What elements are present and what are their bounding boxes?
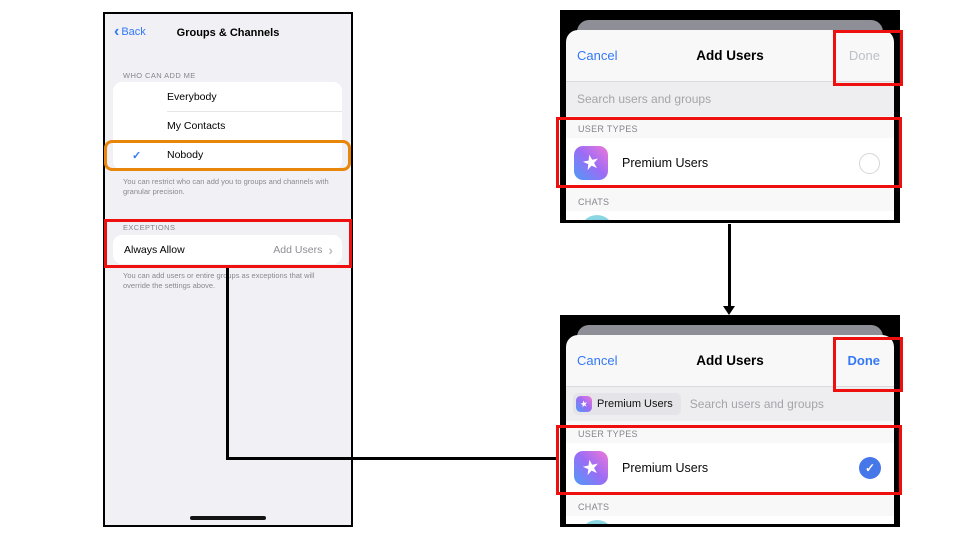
avatar bbox=[580, 215, 614, 220]
section-header-who-can-add-me: WHO CAN ADD ME bbox=[123, 71, 196, 80]
premium-star-icon: ★ bbox=[574, 146, 608, 180]
star-glyph: ★ bbox=[578, 397, 589, 410]
section-header-exceptions: EXCEPTIONS bbox=[123, 223, 176, 232]
connector-line-horizontal bbox=[226, 457, 558, 460]
add-users-screen-2: Cancel Add Users Done ★ Premium Users Se… bbox=[560, 315, 900, 527]
home-indicator bbox=[190, 515, 266, 520]
connector-line-vertical-left bbox=[226, 266, 229, 459]
premium-users-row[interactable]: ★ Premium Users ✓ bbox=[566, 443, 894, 493]
premium-star-icon: ★ bbox=[576, 396, 592, 412]
search-input[interactable]: ★ Premium Users Search users and groups bbox=[566, 387, 894, 421]
done-button[interactable]: Done bbox=[848, 48, 880, 63]
selection-radio-unchecked[interactable] bbox=[859, 152, 880, 174]
section-header-chats: CHATS bbox=[578, 197, 610, 207]
premium-users-label: Premium Users bbox=[622, 461, 709, 475]
add-users-sheet: Cancel Add Users Done Search users and g… bbox=[566, 30, 894, 220]
option-label: Everybody bbox=[167, 90, 217, 103]
always-allow-label: Always Allow bbox=[124, 243, 185, 256]
search-placeholder: Search users and groups bbox=[577, 92, 712, 106]
search-input[interactable]: Search users and groups bbox=[566, 82, 894, 116]
add-users-value: Add Users bbox=[273, 243, 323, 256]
chat-row-partial[interactable] bbox=[566, 516, 894, 524]
exceptions-section-footer: You can add users or entire groups as ex… bbox=[123, 271, 315, 290]
back-chevron-icon: ‹ bbox=[114, 22, 120, 40]
option-label: Nobody bbox=[167, 149, 204, 162]
who-can-add-me-card: Everybody My Contacts ✓ Nobody bbox=[113, 82, 342, 170]
option-label: My Contacts bbox=[167, 119, 226, 132]
sheet-title: Add Users bbox=[696, 353, 764, 368]
section-header-user-types: USER TYPES bbox=[578, 124, 638, 134]
option-everybody[interactable]: Everybody bbox=[113, 82, 342, 111]
section-header-user-types: USER TYPES bbox=[578, 429, 638, 439]
search-placeholder: Search users and groups bbox=[689, 397, 824, 411]
star-glyph: ★ bbox=[579, 455, 603, 481]
chip-label: Premium Users bbox=[597, 398, 673, 410]
chat-row-partial[interactable] bbox=[566, 211, 894, 220]
premium-users-chip[interactable]: ★ Premium Users bbox=[573, 393, 681, 415]
cancel-button[interactable]: Cancel bbox=[577, 48, 618, 63]
connector-arrow-line bbox=[728, 224, 731, 307]
done-button[interactable]: Done bbox=[847, 353, 881, 368]
option-nobody[interactable]: ✓ Nobody bbox=[113, 140, 342, 170]
always-allow-row[interactable]: Always Allow Add Users › bbox=[113, 235, 342, 264]
section-header-chats: CHATS bbox=[578, 502, 610, 512]
premium-users-row[interactable]: ★ Premium Users bbox=[566, 138, 894, 188]
cancel-button[interactable]: Cancel bbox=[577, 353, 618, 368]
who-section-footer: You can restrict who can add you to grou… bbox=[123, 177, 329, 196]
back-label: Back bbox=[121, 26, 146, 38]
chevron-right-icon: › bbox=[328, 241, 333, 258]
arrowhead-down-icon bbox=[723, 306, 735, 315]
checkmark-icon: ✓ bbox=[132, 149, 142, 162]
sheet-navbar: Cancel Add Users Done bbox=[566, 30, 894, 82]
page-title: Groups & Channels bbox=[176, 27, 280, 39]
avatar bbox=[580, 520, 614, 524]
sheet-title: Add Users bbox=[696, 48, 764, 63]
settings-screen: ‹ Back Groups & Channels WHO CAN ADD ME … bbox=[103, 12, 353, 527]
option-my-contacts[interactable]: My Contacts bbox=[113, 111, 342, 140]
add-users-sheet: Cancel Add Users Done ★ Premium Users Se… bbox=[566, 335, 894, 524]
add-users-screen-1: Cancel Add Users Done Search users and g… bbox=[560, 10, 900, 223]
sheet-navbar: Cancel Add Users Done bbox=[566, 335, 894, 387]
star-glyph: ★ bbox=[579, 150, 603, 176]
premium-users-label: Premium Users bbox=[622, 156, 709, 170]
back-button[interactable]: ‹ Back bbox=[114, 22, 146, 40]
selection-radio-checked[interactable]: ✓ bbox=[859, 457, 881, 479]
premium-star-icon: ★ bbox=[574, 451, 608, 485]
